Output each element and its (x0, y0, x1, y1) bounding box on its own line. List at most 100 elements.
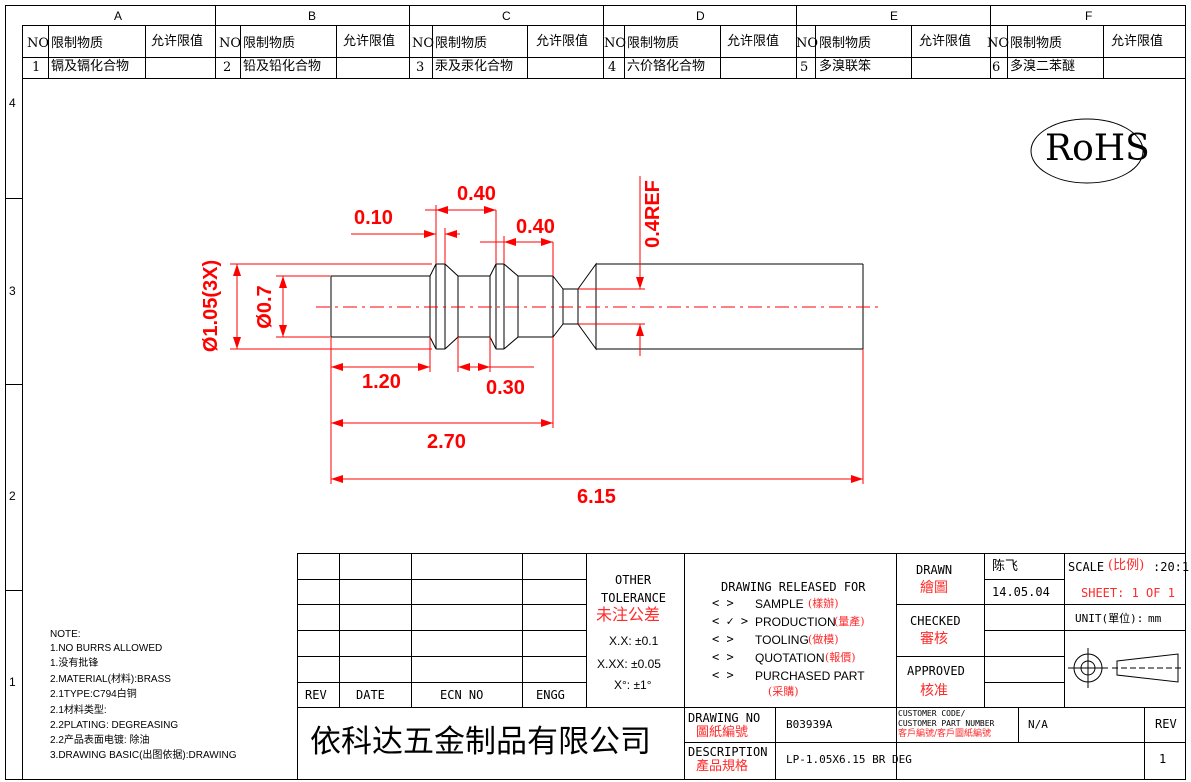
ecn-header: ECN NO (440, 688, 484, 702)
release-mark-quotation[interactable]: < > (712, 650, 734, 664)
row-no: 1 (32, 60, 41, 75)
tolerance-x-x: X.X: ±0.1 (609, 634, 659, 648)
zone-col-d: D (696, 9, 705, 23)
row-no: 3 (416, 60, 425, 75)
row-substance: 多溴二苯醚 (1010, 59, 1076, 74)
dim-dia-1-05: Ø1.05(3X) (200, 259, 222, 353)
scale-label-cn: (比例) (1108, 558, 1145, 573)
row-no: 2 (223, 60, 232, 75)
release-cn-purchased: (采購) (768, 685, 799, 698)
release-label-sample: SAMPLE (755, 597, 804, 611)
row-substance: 镉及镉化合物 (51, 59, 130, 74)
tolerance-title-2: TOLERANCE (601, 591, 667, 605)
dim-1-20: 1.20 (362, 371, 401, 393)
note-line: 2.MATERIAL(材料):BRASS (50, 674, 171, 685)
zone-col-c: C (502, 9, 511, 23)
col-header-no: NO (27, 36, 50, 51)
col-header-substance: 限制物质 (51, 36, 104, 51)
customer-code-value: N/A (1028, 718, 1048, 731)
tolerance-title: OTHER (615, 573, 652, 587)
dim-0-4ref: 0.4REF (642, 180, 664, 248)
drawing-no-value: B03939A (786, 718, 833, 731)
col-header-substance: 限制物质 (819, 36, 872, 51)
customer-code-label-cn: 客戶編號/客戶圖紙編號 (898, 729, 992, 739)
zone-row-3: 3 (9, 284, 16, 298)
col-header-limit: 允许限值 (727, 34, 780, 49)
col-header-substance: 限制物质 (1010, 36, 1063, 51)
note-line: 2.1材料类型: (50, 705, 107, 716)
checked-label: CHECKED (910, 614, 961, 628)
row-substance: 铅及铅化合物 (243, 59, 322, 74)
dim-dia-0-7: Ø0.7 (254, 285, 276, 329)
col-header-no: NO (987, 36, 1010, 51)
col-header-limit: 允许限值 (151, 34, 204, 49)
release-mark-purchased[interactable]: < > (712, 668, 734, 682)
note-line: 1.没有批锋 (50, 658, 99, 669)
col-header-limit: 允许限值 (536, 34, 589, 49)
drawing-no-label: DRAWING NO (688, 711, 761, 725)
company-name: 依科达五金制品有限公司 (310, 724, 651, 760)
date-header: DATE (356, 688, 385, 702)
rev-value: 1 (1159, 752, 1167, 766)
col-header-substance: 限制物质 (435, 36, 488, 51)
dim-2-70: 2.70 (427, 431, 466, 453)
release-cn-production: (量產) (834, 615, 865, 628)
zone-row-2: 2 (9, 489, 16, 503)
zone-row-1: 1 (9, 675, 16, 689)
col-header-limit: 允许限值 (1111, 34, 1164, 49)
zone-col-b: B (308, 9, 317, 23)
sheet-number: SHEET: 1 OF 1 (1081, 586, 1175, 600)
dim-0-30: 0.30 (486, 377, 525, 399)
row-substance: 多溴联笨 (819, 59, 872, 74)
engg-header: ENGG (536, 688, 565, 702)
release-cn-sample: (樣辦) (808, 597, 839, 610)
row-substance: 六价铬化合物 (627, 59, 706, 74)
tolerance-angle: X°: ±1° (614, 678, 652, 692)
note-line: 2.2PLATING: DEGREASING (50, 720, 179, 731)
tolerance-title-cn: 未注公差 (596, 605, 661, 624)
description-label: DESCRIPTION (688, 745, 768, 759)
customer-part-label: CUSTOMER PART NUMBER (898, 719, 995, 728)
row-substance: 汞及汞化合物 (435, 59, 514, 74)
release-cn-quotation: (報價) (825, 651, 856, 664)
drawing-no-label-cn: 圖紙編號 (696, 725, 749, 740)
zone-col-a: A (114, 9, 123, 23)
projection-symbol (1068, 648, 1183, 688)
rohs-label: RoHS (1045, 128, 1150, 169)
release-mark-production[interactable]: < ✓ > (712, 614, 749, 628)
col-header-no: NO (604, 36, 627, 51)
approved-label: APPROVED (907, 664, 965, 678)
row-no: 4 (608, 60, 617, 75)
release-title: DRAWING RELEASED FOR (721, 580, 866, 594)
release-label-production: PRODUCTION (755, 615, 836, 629)
row-no: 6 (992, 60, 1001, 75)
release-label-purchased: PURCHASED PART (755, 669, 865, 683)
col-header-substance: 限制物质 (627, 36, 680, 51)
tolerance-x-xx: X.XX: ±0.05 (597, 657, 661, 671)
unit-label: UNIT(單位): (1075, 612, 1144, 625)
release-mark-tooling[interactable]: < > (712, 632, 734, 646)
dim-0-40-right: 0.40 (516, 216, 555, 238)
unit-value: mm (1148, 612, 1162, 625)
col-header-no: NO (219, 36, 242, 51)
note-line: NOTE: (50, 629, 81, 640)
rev-label: REV (1155, 717, 1177, 731)
zone-col-f: F (1085, 9, 1093, 23)
release-mark-sample[interactable]: < > (712, 596, 734, 610)
note-line: 1.NO BURRS ALLOWED (50, 643, 163, 654)
scale-value: :20:1 (1153, 560, 1190, 574)
approved-label-cn: 核准 (920, 683, 948, 699)
dim-6-15: 6.15 (577, 486, 616, 508)
description-value: LP-1.05X6.15 BR DEG (786, 753, 912, 766)
col-header-no: NO (412, 36, 435, 51)
checked-label-cn: 審核 (920, 631, 948, 647)
release-cn-tooling: (做模) (808, 633, 839, 646)
row-no: 5 (800, 60, 809, 75)
description-label-cn: 產品規格 (696, 759, 749, 774)
release-label-quotation: QUOTATION (755, 651, 825, 665)
rev-header: REV (305, 688, 327, 702)
col-header-limit: 允许限值 (919, 34, 972, 49)
zone-col-e: E (890, 9, 899, 23)
drawn-label: DRAWN (916, 563, 953, 577)
note-line: 2.2产品表面电镀: 除油 (50, 735, 150, 746)
